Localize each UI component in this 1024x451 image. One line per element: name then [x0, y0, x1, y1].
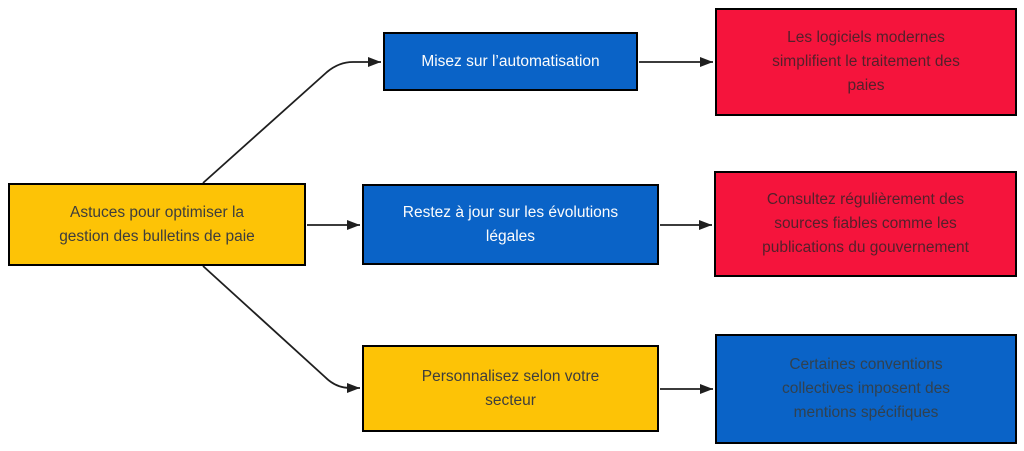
node-leaf-conventions-collectives: Certaines conventions collectives impose… — [715, 334, 1017, 444]
node-branch-personnalisez-secteur-label: Personnalisez selon votre secteur — [421, 367, 600, 409]
node-leaf-conventions-collectives-label: Certaines conventions collectives impose… — [782, 356, 950, 421]
node-leaf-logiciels-modernes-label: Les logiciels modernes simplifient le tr… — [772, 29, 960, 94]
node-branch-personnalisez-secteur: Personnalisez selon votre secteur — [362, 345, 659, 432]
node-leaf-sources-fiables-label: Consultez régulièrement des sources fiab… — [762, 191, 969, 256]
node-leaf-logiciels-modernes: Les logiciels modernes simplifient le tr… — [715, 8, 1017, 116]
edge-root-to-personnalisez — [202, 265, 360, 393]
node-branch-evolutions-legales: Restez à jour sur les évolutions légales — [362, 184, 659, 265]
node-leaf-sources-fiables: Consultez régulièrement des sources fiab… — [714, 171, 1017, 277]
node-branch-automatisation-label: Misez sur l’automatisation — [421, 52, 600, 70]
node-root-astuces: Astuces pour optimiser la gestion des bu… — [8, 183, 306, 266]
node-root-label: Astuces pour optimiser la gestion des bu… — [59, 203, 255, 245]
edge-root-to-automatisation — [202, 57, 381, 184]
node-branch-automatisation: Misez sur l’automatisation — [383, 32, 638, 91]
node-branch-evolutions-legales-label: Restez à jour sur les évolutions légales — [402, 203, 619, 245]
